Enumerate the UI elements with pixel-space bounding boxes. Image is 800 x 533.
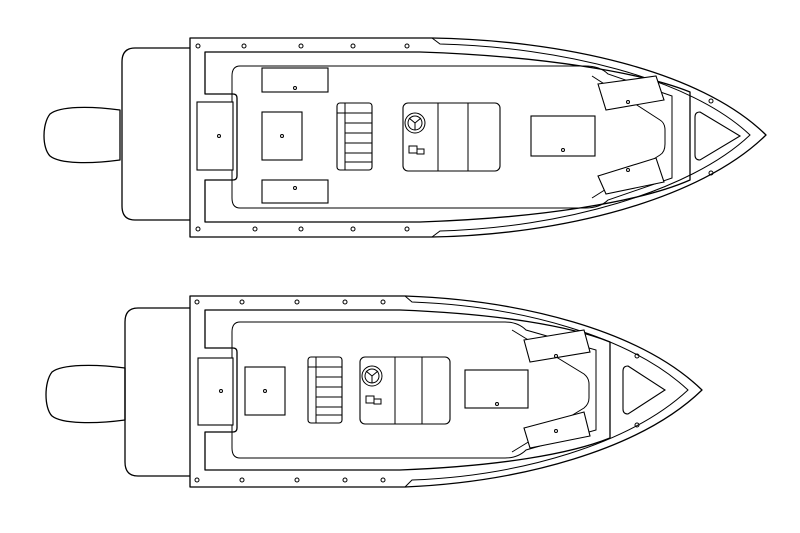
throttle-icon [408, 145, 425, 155]
gunwale-line [431, 37, 751, 238]
hatch [244, 366, 286, 416]
anchor-locker [622, 365, 667, 415]
outboard-motor [45, 364, 126, 424]
hull-outline [189, 37, 767, 238]
grate-slats [337, 103, 372, 170]
hull-outline [189, 295, 703, 488]
grate-slats [308, 357, 342, 423]
hatch [261, 179, 329, 204]
throttle-icon [365, 395, 382, 405]
transom-platform [121, 47, 190, 221]
steering-wheel-icon [404, 112, 426, 134]
center-console [359, 356, 451, 425]
boat-bottom [45, 295, 703, 488]
anchor-locker [694, 111, 742, 161]
hatch [530, 115, 596, 157]
steering-wheel-icon [361, 365, 383, 387]
hatch [464, 369, 529, 409]
boat-top [43, 37, 767, 238]
bow-hatch [597, 157, 665, 195]
rear-hatch [196, 101, 234, 171]
rear-hatch [197, 357, 234, 426]
deck-outline [204, 51, 691, 223]
bow-hatch [523, 329, 591, 363]
hatch [261, 111, 303, 161]
bow-deck-v [591, 75, 666, 199]
outboard-motor [43, 106, 121, 164]
fasteners [194, 299, 640, 483]
bow-hatch [597, 75, 665, 111]
fasteners [195, 43, 714, 232]
cockpit-outline [231, 321, 597, 459]
center-console [402, 102, 501, 172]
transom-platform [124, 307, 190, 477]
hatch [261, 67, 329, 93]
deck-outline [204, 309, 611, 471]
gunwale-line [404, 295, 689, 488]
cockpit-outline [231, 65, 673, 209]
bow-deck-v [511, 329, 590, 453]
